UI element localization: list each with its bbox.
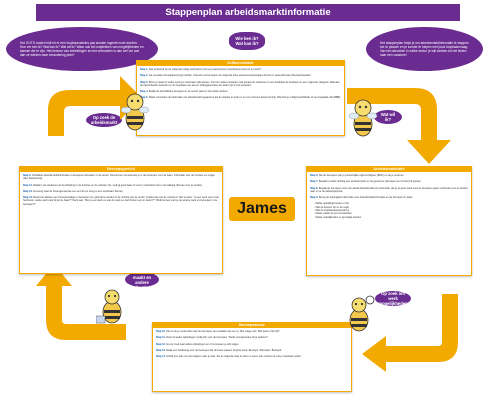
- step-text: Zet na de je onderzoek naar de beroepen …: [166, 330, 280, 333]
- page-title: Stappenplan arbeidsmarktinformatie: [36, 4, 460, 21]
- step-item: Stap 14. Schrijf een plan met de stappen…: [156, 355, 348, 358]
- step-label: Stap 13.: [23, 189, 34, 193]
- mascot-bee-icon: [96, 289, 122, 324]
- step-text: Bekijk de beschikbare beroepen in de sec…: [148, 90, 229, 94]
- step-item: Stap 3. Breng in kaart in welke sector j…: [140, 81, 341, 88]
- step-text: Bereid de klanten een beroepsmatige en b…: [23, 196, 219, 206]
- step-text: Ga na welke beroepsbeeld (je) hebben. Oo…: [148, 74, 312, 78]
- panel-steps: Stap 10. Zet na de je onderzoek naar de …: [153, 328, 351, 363]
- panel-steps: Stap 6. Sla de beroepen van je persoonli…: [307, 172, 471, 221]
- step-text: Sla de beroepen van je persoonlijke eige…: [318, 174, 405, 177]
- step-text: Bekijk in de vacatures de beschrijving i…: [33, 183, 203, 187]
- step-text: Breng de belangrijke informatie over arb…: [318, 196, 413, 200]
- panel-labour-market: Arbeidsmarktinfo Stap 6. Sla de beroepen…: [306, 166, 472, 276]
- step-label: Stap 6.: [23, 174, 32, 177]
- question-bubble-who: Wie ben ik? Wat kan ik?: [229, 32, 265, 50]
- step-subitem: - Welke vaardigheden er gevraagd worden: [314, 215, 362, 219]
- panel-heading: Beroepskeuze: [153, 322, 351, 328]
- arrow-top-left-icon: [48, 76, 142, 136]
- panel-heading: Beroepsgericht: [20, 166, 222, 172]
- step-item: Stap 14. Bereid de klanten een beroepsma…: [23, 196, 219, 206]
- bubble-what-want: Wat wil ik?: [374, 110, 402, 124]
- step-item: Stap 12. Ga op zoek naar welke opleiding…: [156, 343, 348, 346]
- bubble-search-market: Op zoek de arbeidsmarkt: [86, 113, 122, 127]
- intro-bubble-left: Het GOTS-model leidt tot er een loopbaan…: [6, 27, 158, 71]
- step-text: Bepaal de beroepen voor een aantal arbei…: [310, 186, 468, 193]
- step-subitem: - Welke opleidingsniveau er zijn: [314, 202, 350, 206]
- mascot-bee-icon: [120, 93, 150, 131]
- step-item: Stap 9. Breng de belangrijke informatie …: [310, 196, 468, 199]
- step-label: Stap 10.: [156, 330, 167, 333]
- step-item: Stap 8. Bepaal de beroepen voor een aant…: [310, 187, 468, 194]
- bubble-text-what-want: Wat wil ik?: [380, 112, 396, 122]
- question-text-who: Wie ben ik? Wat kan ik?: [235, 36, 259, 46]
- step-item: Stap 11. Zoek uit welke opleidingen nodi…: [156, 336, 348, 339]
- step-label: Stap 9.: [310, 196, 319, 200]
- step-label: Stap 5.: [140, 96, 149, 100]
- bubble-situations: Steuren maakt en andere situaties: [125, 270, 159, 290]
- step-item: Stap 13. Maak een beslissing over de ber…: [156, 349, 348, 352]
- step-label: Stap 12.: [23, 183, 34, 187]
- step-label: Stap 14.: [156, 355, 167, 359]
- panel-steps: Stap 6. Ontwikkel arbeidsmarktinformatie…: [20, 172, 222, 211]
- step-label: Stap 12.: [156, 342, 167, 346]
- step-text: Maak vermelden de informatie van arbeids…: [148, 96, 341, 100]
- panel-steps: Stap 1. Stel antwoord op de volgende vra…: [137, 66, 344, 105]
- step-label: Stap 2.: [140, 74, 149, 78]
- step-item: Stap 10. Zet na de je onderzoek naar de …: [156, 330, 348, 333]
- step-text: Zoek uit welke opleidingen nodig zijn vo…: [166, 336, 268, 340]
- mascot-bee-icon: [348, 99, 378, 137]
- step-item: Stap 1. Stel antwoord op de volgende vra…: [140, 68, 341, 71]
- step-text: Bepaal in welke richting een werkveld pa…: [318, 180, 422, 184]
- step-text: Maak een beslissing over de beroepen die…: [166, 348, 282, 352]
- step-subitem: - Wat de kansen zijn in de regio: [314, 205, 349, 209]
- intro-bubble-right: Het stappenplan helpt je om arbeidsmarkt…: [366, 27, 483, 71]
- panel-self-knowledge: Zelfkennislatie Stap 1. Stel antwoord op…: [136, 60, 345, 136]
- step-item: Stap 13. Ga terug naar de bovengenoemde …: [23, 190, 219, 193]
- james-logo: James: [229, 197, 295, 221]
- step-text: Ga terug naar de bovengenoemde een en hi…: [33, 189, 124, 193]
- step-item: Stap 2. Ga na welke beroepsbeeld (je) he…: [140, 74, 341, 77]
- step-label: Stap 13.: [156, 348, 167, 352]
- step-label: Stap 3.: [140, 80, 149, 84]
- arrow-bottom-left-icon: [36, 264, 126, 340]
- step-subitem: - Welke salaris je kunt verwachten: [314, 212, 352, 216]
- step-label: Stap 1.: [140, 68, 149, 71]
- step-label: Stap 11.: [156, 336, 167, 340]
- step-item: Stap 12. Bekijk in de vacatures de besch…: [23, 184, 219, 187]
- panel-heading: Zelfkennislatie: [137, 60, 344, 66]
- step-label: Stap 4.: [140, 90, 149, 94]
- step-text: Ga op zoek naar welke opleidingen en of …: [166, 342, 240, 346]
- step-label: Stap 14.: [23, 196, 34, 200]
- step-label: Stap 7.: [310, 180, 319, 184]
- intro-text-left: Het GOTS-model leidt tot er een loopbaan…: [20, 40, 144, 58]
- bubble-text-work-options: Op zoek om werk mogelijkheden: [378, 291, 408, 306]
- step-text: Breng in kaart in welke sector je werkza…: [140, 80, 340, 87]
- step-label: Stap 8.: [310, 186, 319, 190]
- mascot-bee-icon: [349, 295, 375, 332]
- step-item: Stap 6. Ontwikkel arbeidsmarktinformatie…: [23, 174, 219, 181]
- step-text: Stel antwoord op de volgende vraag voorb…: [148, 68, 262, 71]
- step-item: Stap 6. Sla de beroepen van je persoonli…: [310, 174, 468, 177]
- panel-heading: Arbeidsmarktinfo: [307, 166, 471, 172]
- step-label: Stap 6.: [310, 174, 319, 177]
- bubble-text-search-market: Op zoek de arbeidsmarkt: [90, 115, 118, 125]
- panel-career-choice: Beroepskeuze Stap 10. Zet na de je onder…: [152, 322, 352, 392]
- step-text: Ontwikkel arbeidsmarktinformatie en bero…: [23, 174, 216, 181]
- arrow-bottom-right-icon: [362, 294, 458, 372]
- step-item: Stap 5. Maak vermelden de informatie van…: [140, 96, 341, 99]
- step-subitem: - Wat de loopbaanperspectief is: [314, 209, 350, 213]
- intro-text-right: Het stappenplan helpt je om arbeidsmarkt…: [380, 40, 469, 58]
- bubble-work-options: Op zoek om werk mogelijkheden: [375, 291, 411, 306]
- step-item: Stap 7. Bepaal in welke richting een wer…: [310, 180, 468, 183]
- arrow-top-right-icon: [347, 88, 451, 164]
- panel-career-oriented: Beroepsgericht Stap 6. Ontwikkel arbeids…: [19, 166, 223, 274]
- step-text: Schrijf een plan met de stappen naar je …: [166, 355, 302, 359]
- step-item: Stap 4. Bekijk de beschikbare beroepen i…: [140, 90, 341, 93]
